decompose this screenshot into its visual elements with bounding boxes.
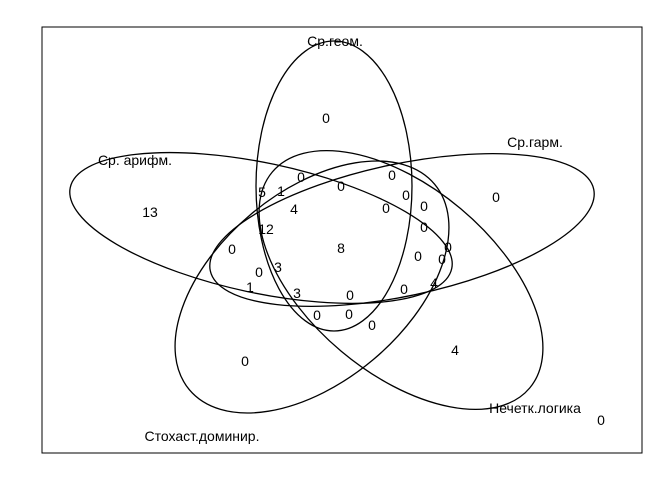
region-count: 0 [322, 110, 330, 126]
set-ellipse-arith [69, 151, 453, 305]
region-count: 0 [345, 306, 353, 322]
set-ellipse-geom [255, 40, 413, 332]
region-count: 0 [388, 167, 396, 183]
region-count: 3 [293, 285, 301, 301]
region-count: 0 [438, 251, 446, 267]
set-label-fuzzy: Нечетк.логика [489, 400, 581, 416]
plot-frame [41, 26, 643, 454]
region-count: 0 [492, 189, 500, 205]
region-count: 4 [290, 201, 298, 217]
region-count: 8 [337, 240, 345, 256]
region-count: 0 [382, 200, 390, 216]
set-label-stoch: Стохаст.доминир. [144, 428, 259, 444]
outside-count: 0 [597, 412, 605, 428]
region-count: 0 [414, 248, 422, 264]
region-count: 0 [346, 287, 354, 303]
set-label-harm: Ср.гарм. [507, 134, 563, 150]
region-count: 0 [255, 264, 263, 280]
region-count: 0 [313, 307, 321, 323]
region-count: 0 [420, 198, 428, 214]
region-count: 1 [277, 183, 285, 199]
region-count: 4 [430, 275, 438, 291]
region-count: 12 [258, 221, 274, 237]
region-count: 3 [274, 259, 282, 275]
region-count: 0 [241, 353, 249, 369]
set-ellipse-stoch [174, 160, 450, 414]
region-count: 1 [246, 279, 254, 295]
set-ellipse-harm [209, 153, 595, 307]
set-label-arith: Ср. арифм. [98, 152, 172, 168]
region-count: 0 [297, 169, 305, 185]
region-count: 4 [451, 342, 459, 358]
region-count: 0 [402, 187, 410, 203]
set-ellipse-fuzzy [258, 149, 544, 411]
set-label-geom: Ср.геом. [307, 33, 363, 49]
region-count: 0 [228, 241, 236, 257]
region-count: 0 [444, 239, 452, 255]
region-count: 5 [258, 184, 266, 200]
region-count: 13 [142, 204, 158, 220]
region-count: 0 [400, 281, 408, 297]
region-count: 0 [420, 219, 428, 235]
region-count: 0 [368, 317, 376, 333]
region-count: 0 [337, 178, 345, 194]
